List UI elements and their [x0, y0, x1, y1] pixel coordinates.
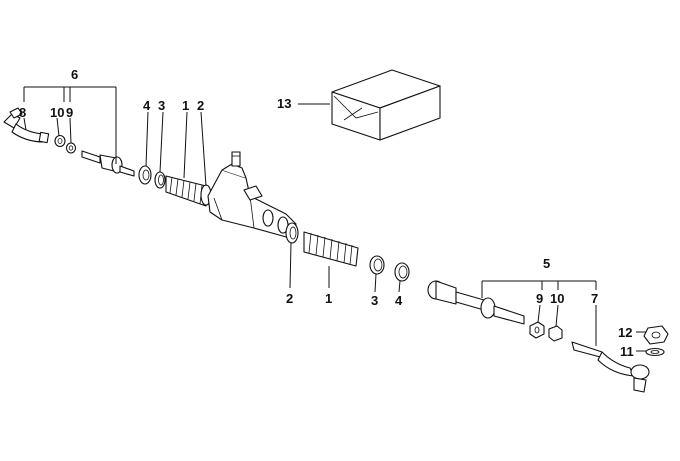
callout-5: 5	[543, 256, 550, 271]
left-clamp	[65, 142, 77, 154]
callout-6: 6	[71, 67, 78, 82]
callout-10-left: 10	[50, 105, 64, 120]
callout-2-top: 2	[197, 98, 204, 113]
right-washer	[645, 347, 665, 357]
right-clamp	[529, 321, 545, 339]
right-ring-4	[394, 262, 410, 282]
callout-9-left: 9	[66, 105, 73, 120]
right-clamp-2	[285, 222, 299, 244]
callout-4-bottom: 4	[395, 293, 403, 308]
callout-10-right: 10	[550, 291, 564, 306]
callout-2-bottom: 2	[286, 291, 293, 306]
steering-rack-housing	[207, 151, 297, 239]
left-lock-nut	[54, 134, 66, 148]
left-inner-tie-rod	[81, 150, 135, 177]
callout-3-bottom: 3	[371, 293, 378, 308]
callout-13: 13	[277, 96, 291, 111]
leader-lines	[23, 86, 646, 352]
left-ring-4	[138, 165, 152, 185]
right-bellows-boot	[303, 231, 359, 267]
callout-1-top: 1	[182, 98, 189, 113]
right-lock-nut	[548, 325, 563, 342]
left-tie-rod-end	[3, 107, 50, 144]
right-castle-nut	[643, 325, 669, 345]
callout-labels: 6 8 10 9 4 3 1 2 13 2 1 3 4 5 9 10 7 12 …	[19, 67, 634, 359]
left-bellows-boot	[165, 175, 207, 207]
callout-12: 12	[618, 325, 632, 340]
repair-kit-box	[331, 69, 441, 141]
left-clamp-3	[154, 171, 166, 189]
right-inner-tie-rod	[427, 280, 525, 325]
callout-8: 8	[19, 105, 26, 120]
callout-4-top: 4	[143, 98, 151, 113]
callout-3-top: 3	[158, 98, 165, 113]
callout-11: 11	[620, 344, 634, 359]
right-clamp-3	[369, 255, 385, 275]
callout-7: 7	[591, 291, 598, 306]
callout-9-right: 9	[536, 291, 543, 306]
callout-1-bottom: 1	[325, 291, 332, 306]
right-tie-rod-end	[571, 341, 650, 393]
